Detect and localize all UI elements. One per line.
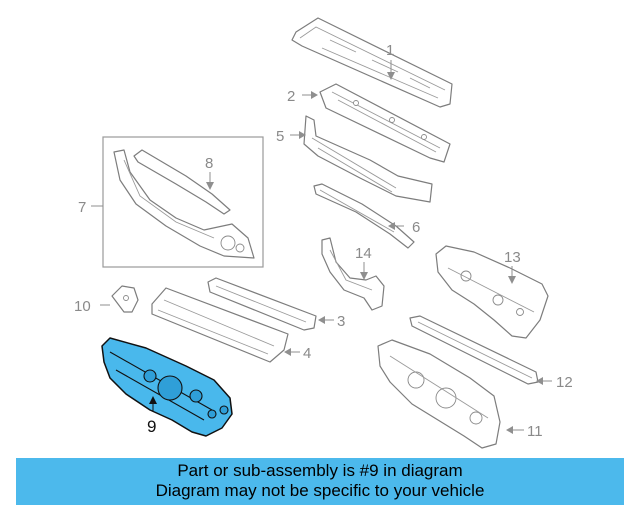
callout-6: 6: [388, 219, 420, 236]
callout-label-2: 2: [287, 88, 295, 105]
callout-9: 9: [147, 396, 157, 436]
callout-14: 14: [355, 245, 372, 280]
callout-3: 3: [318, 313, 345, 330]
part-14-bracket[interactable]: [321, 237, 385, 311]
callout-4: 4: [284, 345, 311, 362]
callout-label-1: 1: [386, 42, 394, 59]
callout-11: 11: [506, 423, 543, 440]
part-10-bracket[interactable]: [111, 285, 139, 313]
callout-label-13: 13: [504, 249, 521, 266]
part-1-cowl-panel[interactable]: [291, 17, 453, 108]
part-13-insulator[interactable]: [435, 245, 549, 339]
callout-1: 1: [386, 42, 395, 80]
banner-line-2: Diagram may not be specific to your vehi…: [155, 481, 485, 500]
callout-10: 10: [74, 298, 110, 315]
callout-label-6: 6: [412, 219, 420, 236]
callout-7: 7: [78, 199, 103, 216]
part-6-strip[interactable]: [313, 183, 415, 249]
part-5-cowl-side[interactable]: [303, 115, 433, 203]
part-8-seal[interactable]: [133, 149, 231, 215]
callout-label-10: 10: [74, 298, 91, 315]
callout-2: 2: [287, 88, 318, 105]
info-banner: Part or sub-assembly is #9 in diagram Di…: [16, 458, 624, 505]
callout-13: 13: [504, 249, 521, 284]
callout-label-14: 14: [355, 245, 372, 262]
callout-8: 8: [205, 155, 214, 190]
banner-line-1: Part or sub-assembly is #9 in diagram: [177, 461, 463, 480]
callout-label-12: 12: [556, 374, 573, 391]
part-11-dash-panel[interactable]: [377, 339, 501, 449]
part-2-cowl-inner[interactable]: [319, 83, 451, 163]
callout-12: 12: [536, 374, 573, 391]
callout-label-5: 5: [276, 128, 284, 145]
callout-label-7: 7: [78, 199, 86, 216]
callout-5: 5: [276, 128, 306, 145]
callout-label-3: 3: [337, 313, 345, 330]
part-3-cross-member[interactable]: [207, 277, 317, 331]
part-4-reinforcement[interactable]: [151, 287, 289, 363]
callout-label-4: 4: [303, 345, 311, 362]
callout-label-8: 8: [205, 155, 213, 172]
callout-label-9: 9: [147, 417, 156, 436]
subassembly-7-box[interactable]: [102, 136, 264, 268]
callout-label-11: 11: [527, 423, 543, 440]
part-9-highlighted[interactable]: [101, 337, 233, 437]
